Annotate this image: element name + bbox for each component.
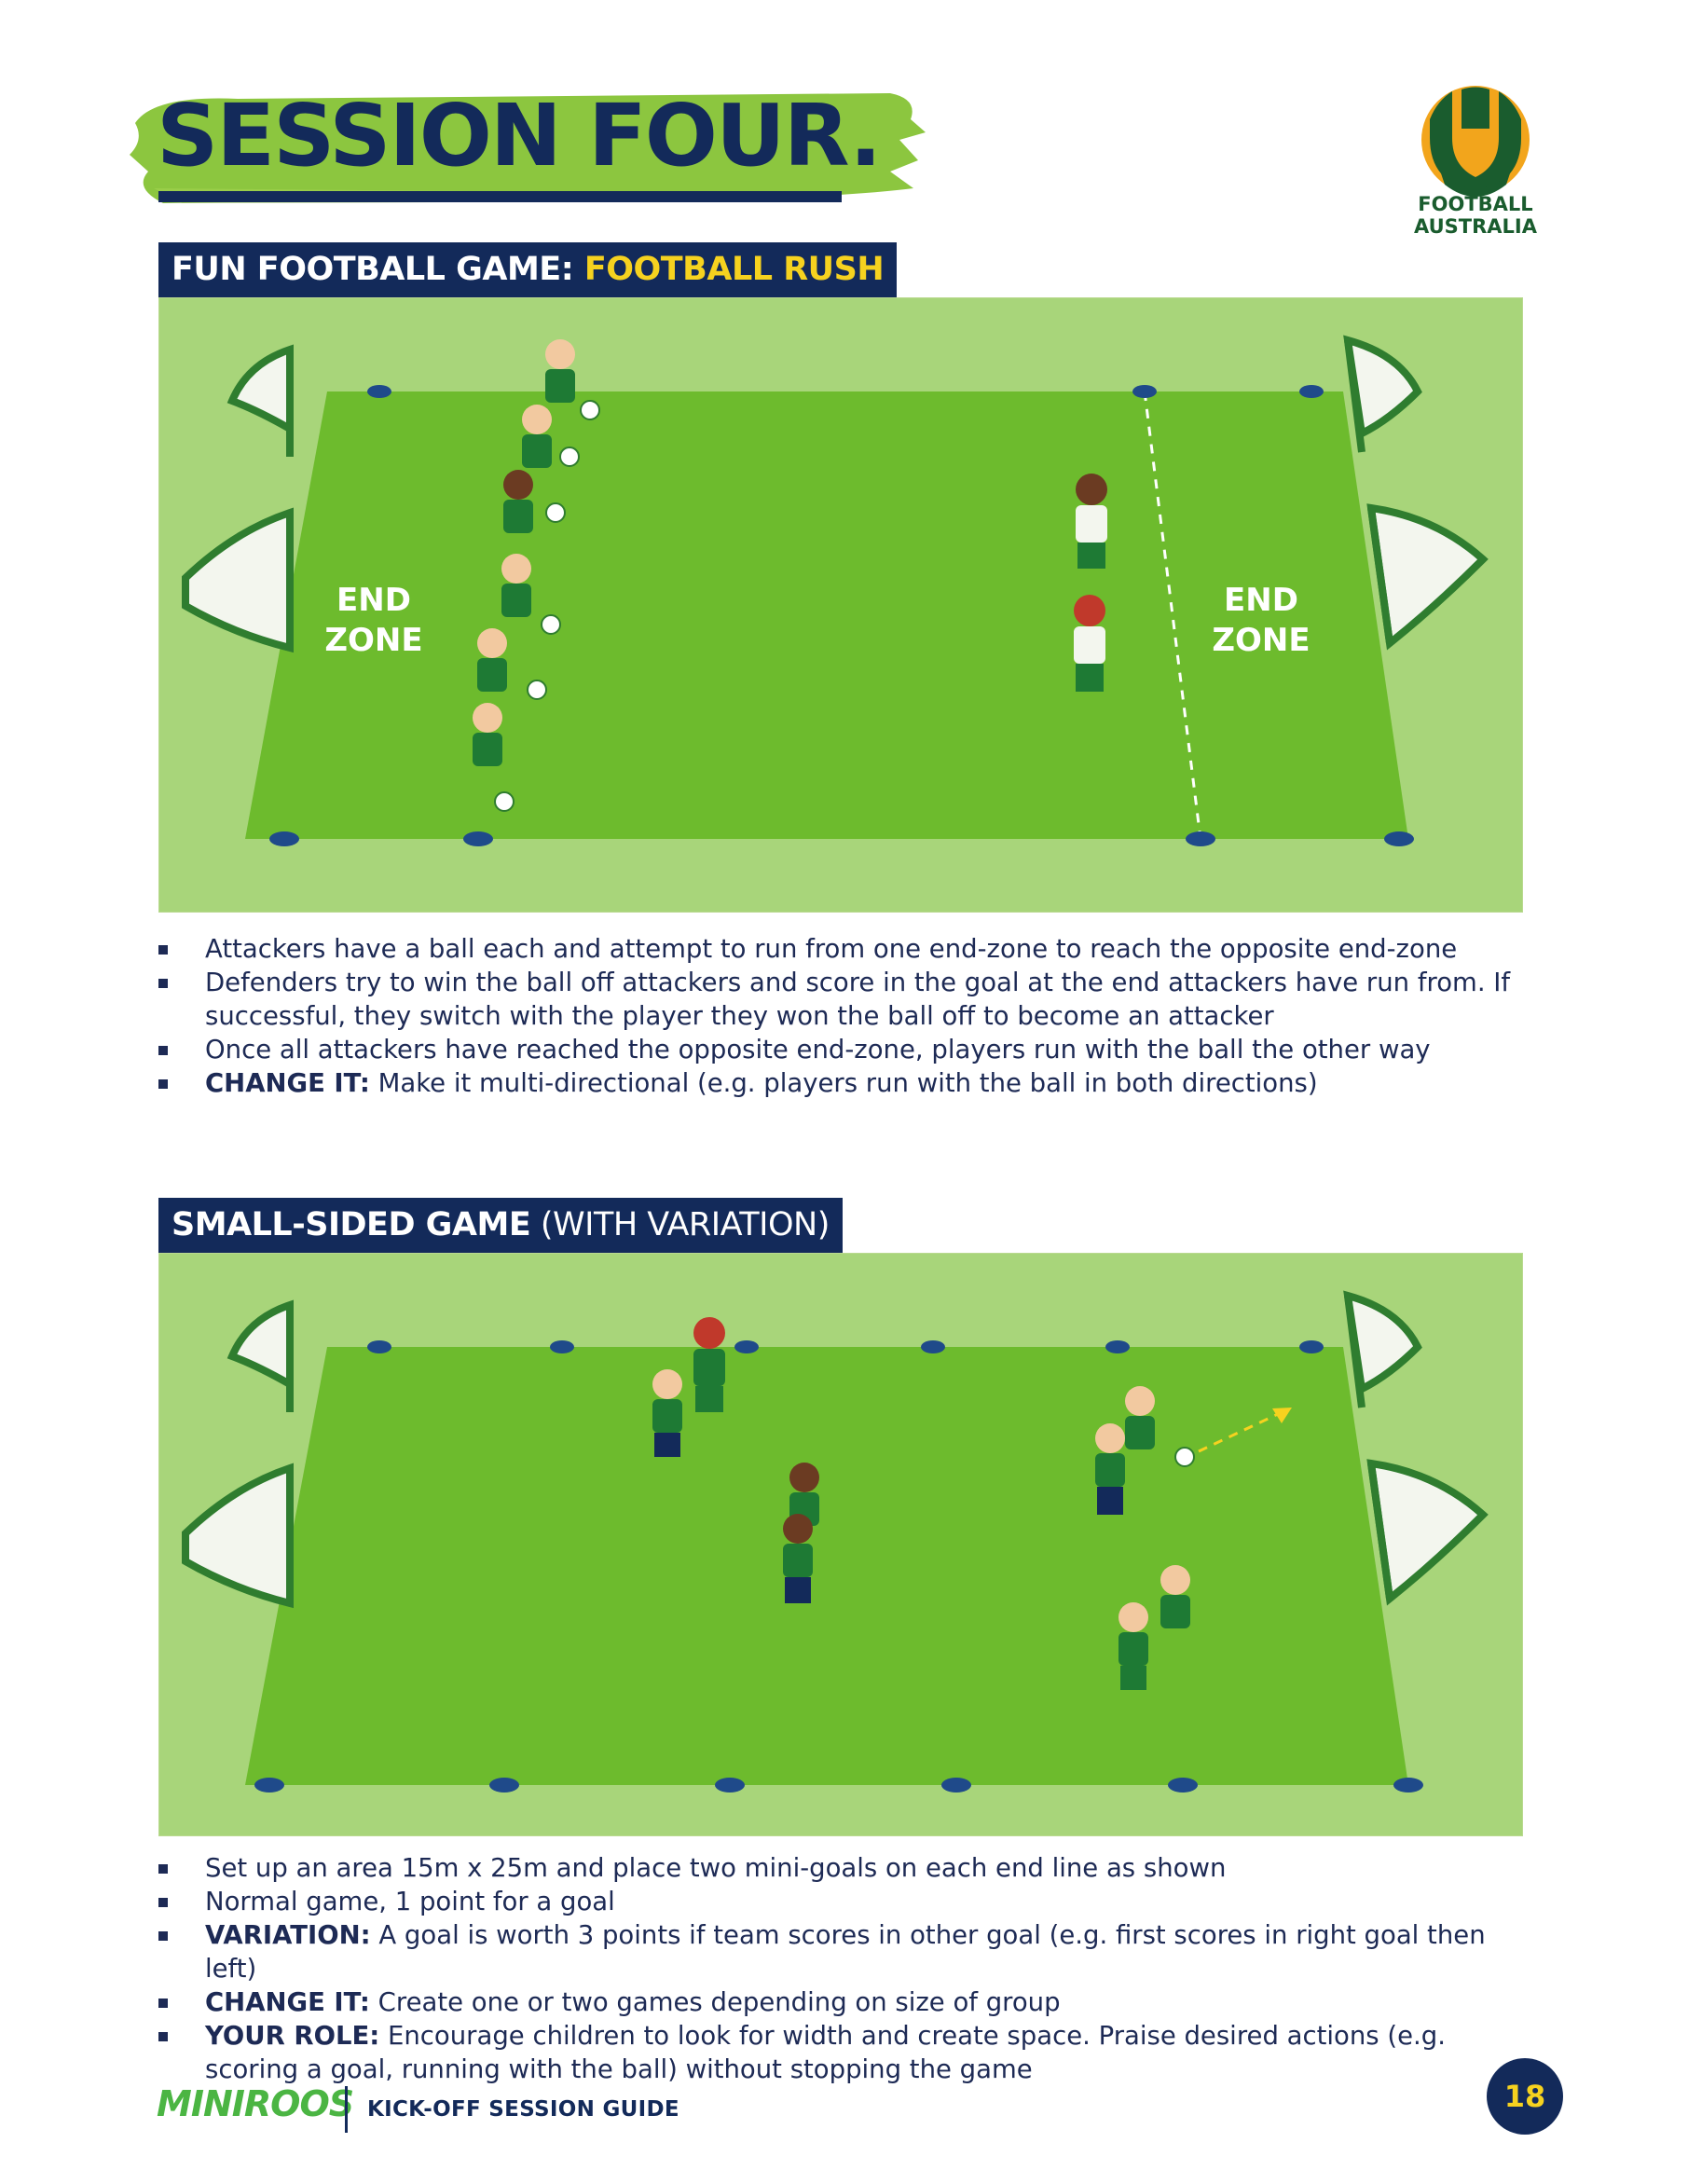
list-item: Attackers have a ball each and attempt t… — [158, 932, 1538, 966]
football-australia-logo-icon — [1421, 86, 1530, 197]
cone — [1186, 831, 1215, 846]
player-icon — [501, 554, 561, 635]
player-icon — [545, 339, 600, 420]
cone — [734, 1340, 759, 1353]
cone — [1299, 1340, 1324, 1353]
player-icon — [522, 405, 580, 468]
player-icon — [473, 703, 515, 812]
section-header-football-rush: FUN FOOTBALL GAME: FOOTBALL RUSH — [158, 242, 898, 297]
football-rush-field: END ZONE END ZONE — [158, 297, 1523, 913]
player-icon — [1095, 1423, 1125, 1515]
list-item: Set up an area 15m x 25m and place two m… — [158, 1851, 1538, 1885]
list-item: YOUR ROLE: Encourage children to look fo… — [158, 2019, 1538, 2086]
cone — [269, 831, 299, 846]
miniroos-logo: MINIROOS — [157, 2083, 354, 2124]
logo-wordmark: FOOTBALL AUSTRALIA — [1414, 193, 1537, 238]
list-item: CHANGE IT: Make it multi-directional (e.… — [158, 1066, 1538, 1100]
goal-icon — [1343, 1290, 1489, 1606]
pitch-surface — [245, 1347, 1408, 1785]
football-rush-instructions: Attackers have a ball each and attempt t… — [158, 932, 1538, 1100]
player-icon — [1076, 474, 1107, 569]
list-item: Once all attackers have reached the oppo… — [158, 1033, 1538, 1066]
attacker-players — [473, 339, 600, 812]
end-zone-line — [1143, 391, 1202, 840]
page-title: SESSION FOUR. — [157, 86, 882, 185]
end-zone-left-line2: ZONE — [324, 622, 422, 659]
footer-divider — [345, 2086, 348, 2133]
player-icon — [693, 1317, 725, 1412]
cone — [921, 1340, 945, 1353]
cone — [1393, 1778, 1423, 1793]
cone — [463, 831, 493, 846]
footer-guide-title: KICK-OFF SESSION GUIDE — [367, 2097, 679, 2122]
cone — [1132, 385, 1157, 398]
player-icon — [652, 1369, 682, 1457]
goal-icon — [182, 1299, 294, 1609]
end-zone-right-line2: ZONE — [1212, 622, 1310, 659]
player-icon — [503, 470, 566, 533]
player-icon — [477, 628, 547, 700]
end-zone-left-line1: END — [336, 582, 411, 619]
cone — [367, 1340, 391, 1353]
end-zone-right-line1: END — [1224, 582, 1298, 619]
cone — [715, 1778, 745, 1793]
list-item: VARIATION: A goal is worth 3 points if t… — [158, 1918, 1538, 1985]
cone — [1105, 1340, 1130, 1353]
cone — [1299, 385, 1324, 398]
cone — [550, 1340, 574, 1353]
list-item: Normal game, 1 point for a goal — [158, 1885, 1538, 1918]
defender-players — [1074, 474, 1107, 692]
small-sided-game-field — [158, 1253, 1523, 1836]
section-label: SMALL-SIDED GAME — [172, 1206, 531, 1243]
section-label-highlight: FOOTBALL RUSH — [583, 251, 885, 288]
cone — [367, 385, 391, 398]
goal-icon — [182, 344, 294, 653]
page-number: 18 — [1487, 2058, 1563, 2135]
player-icon — [1074, 595, 1105, 692]
cone — [254, 1778, 284, 1793]
ball-icon — [1174, 1447, 1195, 1467]
cone — [941, 1778, 971, 1793]
cone — [1384, 831, 1414, 846]
player-icon — [1125, 1386, 1155, 1449]
goal-icon — [1343, 335, 1489, 651]
player-icon — [1118, 1602, 1148, 1690]
player-icon — [1160, 1565, 1190, 1628]
small-sided-game-instructions: Set up an area 15m x 25m and place two m… — [158, 1851, 1538, 2086]
cone — [489, 1778, 519, 1793]
list-item: Defenders try to win the ball off attack… — [158, 966, 1538, 1033]
player-icon — [783, 1514, 813, 1603]
section-header-small-sided-game: SMALL-SIDED GAME (WITH VARIATION) — [158, 1198, 843, 1253]
arrow-head-icon — [1272, 1408, 1292, 1423]
title-underline — [158, 191, 842, 202]
shot-arrow — [1198, 1412, 1279, 1453]
section-label: FUN FOOTBALL GAME: — [172, 251, 574, 288]
cone — [1168, 1778, 1198, 1793]
pitch-surface — [245, 391, 1408, 839]
section-label-variation: (WITH VARIATION) — [530, 1206, 830, 1243]
list-item: CHANGE IT: Create one or two games depen… — [158, 1985, 1538, 2019]
